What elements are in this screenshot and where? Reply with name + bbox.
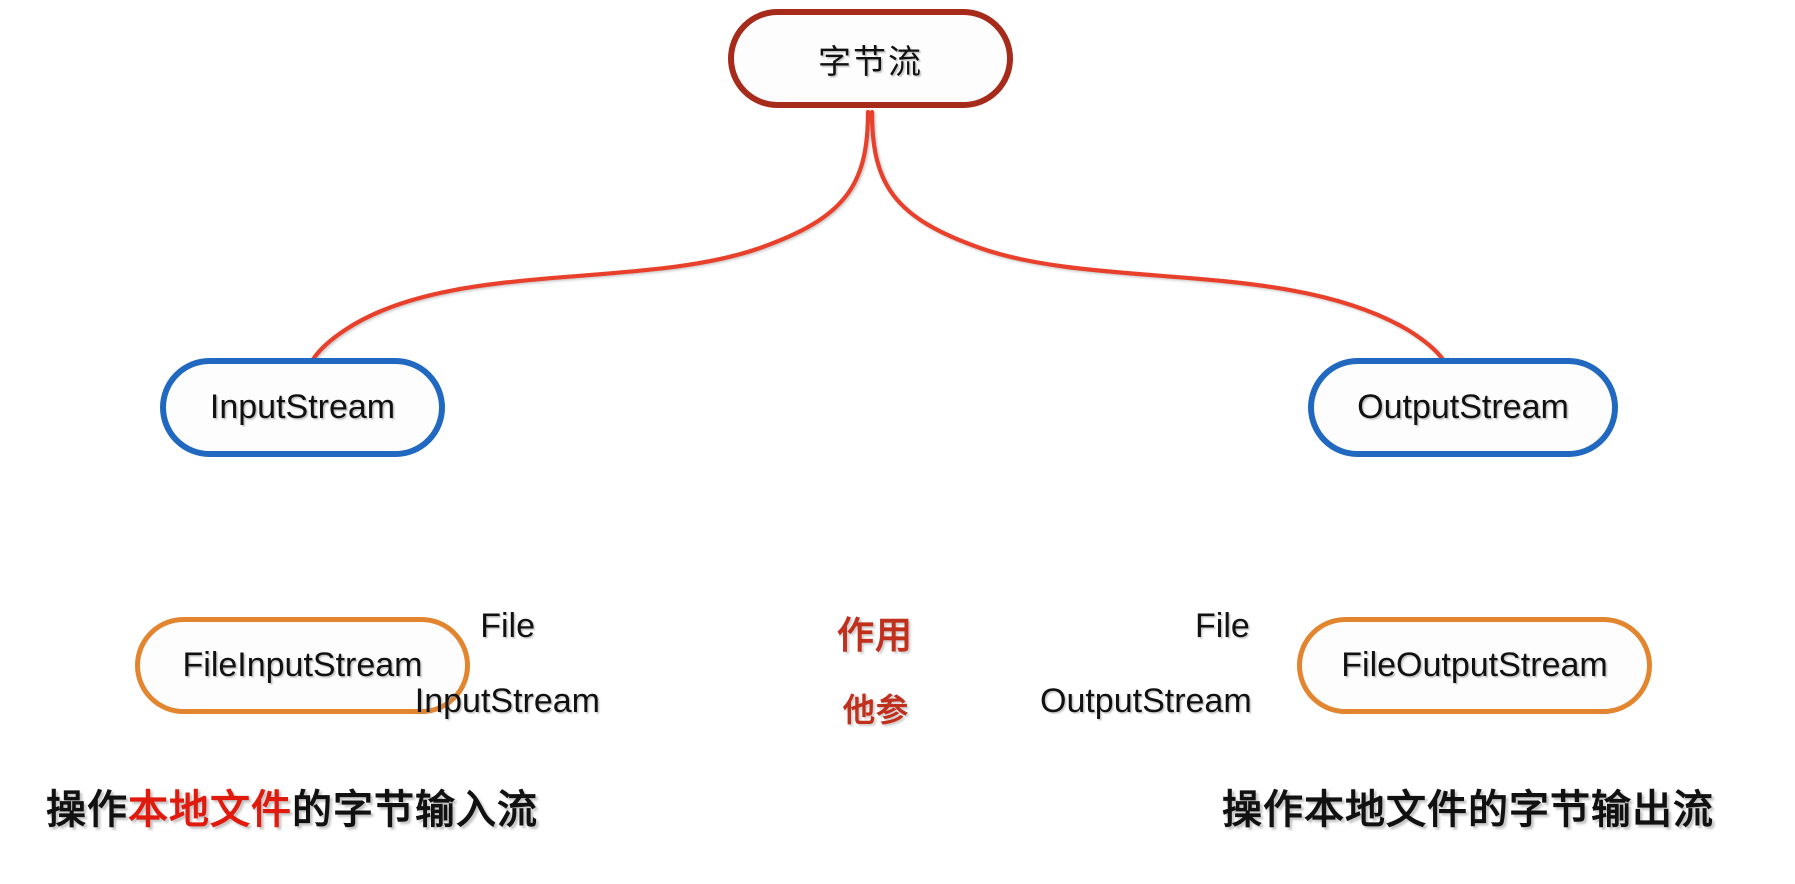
- edge-root-to-inputstream: [288, 109, 871, 402]
- comparison-row1-label: 作用: [837, 614, 913, 657]
- edge-root-to-outputstream: [869, 109, 1470, 402]
- caption-left-pre: 操作: [46, 787, 128, 833]
- node-fileoutputstream[interactable]: FileOutputStream: [1297, 617, 1652, 714]
- node-fileinputstream[interactable]: FileInputStream: [135, 617, 470, 714]
- node-fileoutputstream-label: FileOutputStream: [1341, 646, 1608, 684]
- comparison-row2-left-text: InputStream: [414, 682, 600, 720]
- caption-left-post: 的字节输入流: [292, 787, 538, 833]
- node-inputstream-label: InputStream: [209, 388, 396, 426]
- node-outputstream-label: OutputStream: [1357, 388, 1569, 426]
- caption-right: 操作本地文件的字节输出流: [1222, 777, 1714, 835]
- caption-right-pre: 操作: [1222, 787, 1304, 833]
- node-fileinputstream-label: FileInputStream: [182, 646, 423, 684]
- caption-right-post: 本地文件的字节输出流: [1304, 787, 1714, 833]
- comparison-row2-label: 他参: [843, 691, 910, 729]
- comparison-row1-left-text: File: [480, 607, 535, 645]
- node-byte-stream[interactable]: 字节流: [728, 9, 1013, 108]
- node-byte-stream-label: 字节流: [818, 42, 923, 80]
- caption-left-highlight: 本地文件: [128, 787, 292, 833]
- caption-left: 操作本地文件的字节输入流: [46, 777, 538, 835]
- comparison-row1-right-text: File: [1195, 607, 1250, 645]
- comparison-row2-right-text: OutputStream: [1040, 682, 1252, 720]
- node-outputstream[interactable]: OutputStream: [1308, 358, 1618, 457]
- node-inputstream[interactable]: InputStream: [160, 358, 445, 457]
